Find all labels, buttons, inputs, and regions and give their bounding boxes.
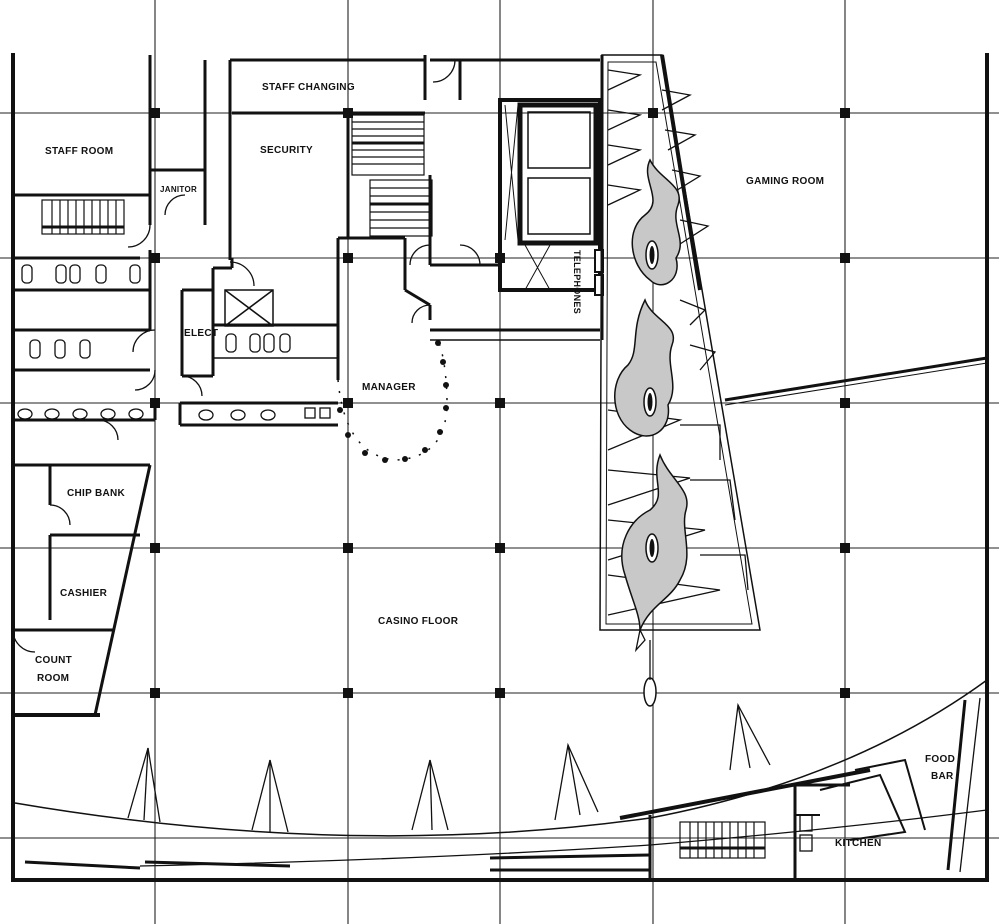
manager-office bbox=[337, 339, 449, 463]
label-casino-floor: CASINO FLOOR bbox=[378, 616, 459, 627]
label-bar: BAR bbox=[931, 771, 954, 782]
room-labels: STAFF CHANGING STAFF ROOM SECURITY JANIT… bbox=[35, 82, 955, 849]
label-staff-room: STAFF ROOM bbox=[45, 146, 113, 157]
label-security: SECURITY bbox=[260, 145, 313, 156]
label-cashier: CASHIER bbox=[60, 588, 108, 599]
vault bbox=[498, 98, 602, 292]
west-service-block bbox=[13, 55, 232, 716]
central-toilets bbox=[198, 333, 331, 421]
flame-eye-pupils bbox=[647, 246, 655, 557]
label-elect: ELECT bbox=[184, 328, 218, 339]
toilet-fixtures bbox=[17, 264, 144, 420]
label-kitchen: KITCHEN bbox=[835, 838, 882, 849]
label-food: FOOD bbox=[925, 754, 955, 765]
label-manager: MANAGER bbox=[362, 382, 416, 393]
central-core bbox=[178, 55, 600, 427]
flame-tails bbox=[634, 628, 651, 680]
exterior-walls bbox=[11, 53, 989, 882]
label-room: ROOM bbox=[37, 673, 69, 684]
core-stair-upper bbox=[351, 114, 425, 176]
label-telephones: TELEPHONES bbox=[572, 250, 582, 314]
food-bar-kitchen bbox=[648, 697, 981, 880]
label-staff-changing: STAFF CHANGING bbox=[262, 82, 355, 93]
kitchen-stair bbox=[679, 821, 766, 859]
label-gaming-room: GAMING ROOM bbox=[746, 176, 824, 187]
label-janitor: JANITOR bbox=[160, 185, 197, 194]
curved-facade bbox=[14, 679, 988, 872]
staff-room-stair bbox=[41, 199, 125, 235]
facade-fins bbox=[127, 702, 771, 833]
flame-eyes bbox=[643, 240, 659, 707]
core-stair-lower bbox=[369, 179, 433, 237]
label-chip-bank: CHIP BANK bbox=[67, 488, 126, 499]
lift-shaft bbox=[224, 289, 274, 327]
label-count: COUNT bbox=[35, 655, 72, 666]
